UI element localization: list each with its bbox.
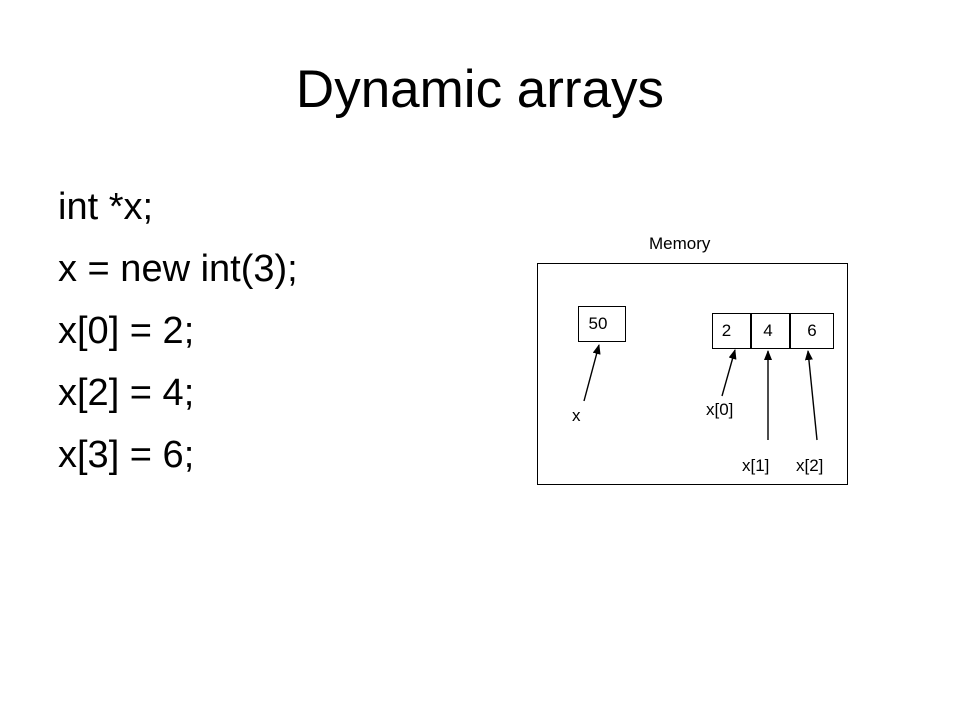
code-line: x[0] = 2; xyxy=(58,310,195,352)
memory-box xyxy=(537,263,848,485)
memory-label: Memory xyxy=(649,234,711,253)
array-cell-1: 4 xyxy=(751,313,790,349)
element-label-x1: x[1] xyxy=(742,456,770,475)
slide-title: Dynamic arrays xyxy=(295,60,665,119)
code-block: int *x; x = new int(3); x[0] = 2; x[2] =… xyxy=(58,176,298,486)
pointer-label-x: x xyxy=(572,406,581,425)
element-label-x0: x[0] xyxy=(706,400,734,419)
array-cell-0: 2 xyxy=(712,313,751,349)
element-label-x2: x[2] xyxy=(796,456,824,475)
code-line: int *x; xyxy=(58,186,154,228)
code-line: x[3] = 6; xyxy=(58,434,195,476)
array-cell-2: 6 xyxy=(790,313,834,349)
pointer-cell: 50 xyxy=(578,306,626,342)
code-line: x = new int(3); xyxy=(58,248,298,290)
code-line: x[2] = 4; xyxy=(58,372,195,414)
